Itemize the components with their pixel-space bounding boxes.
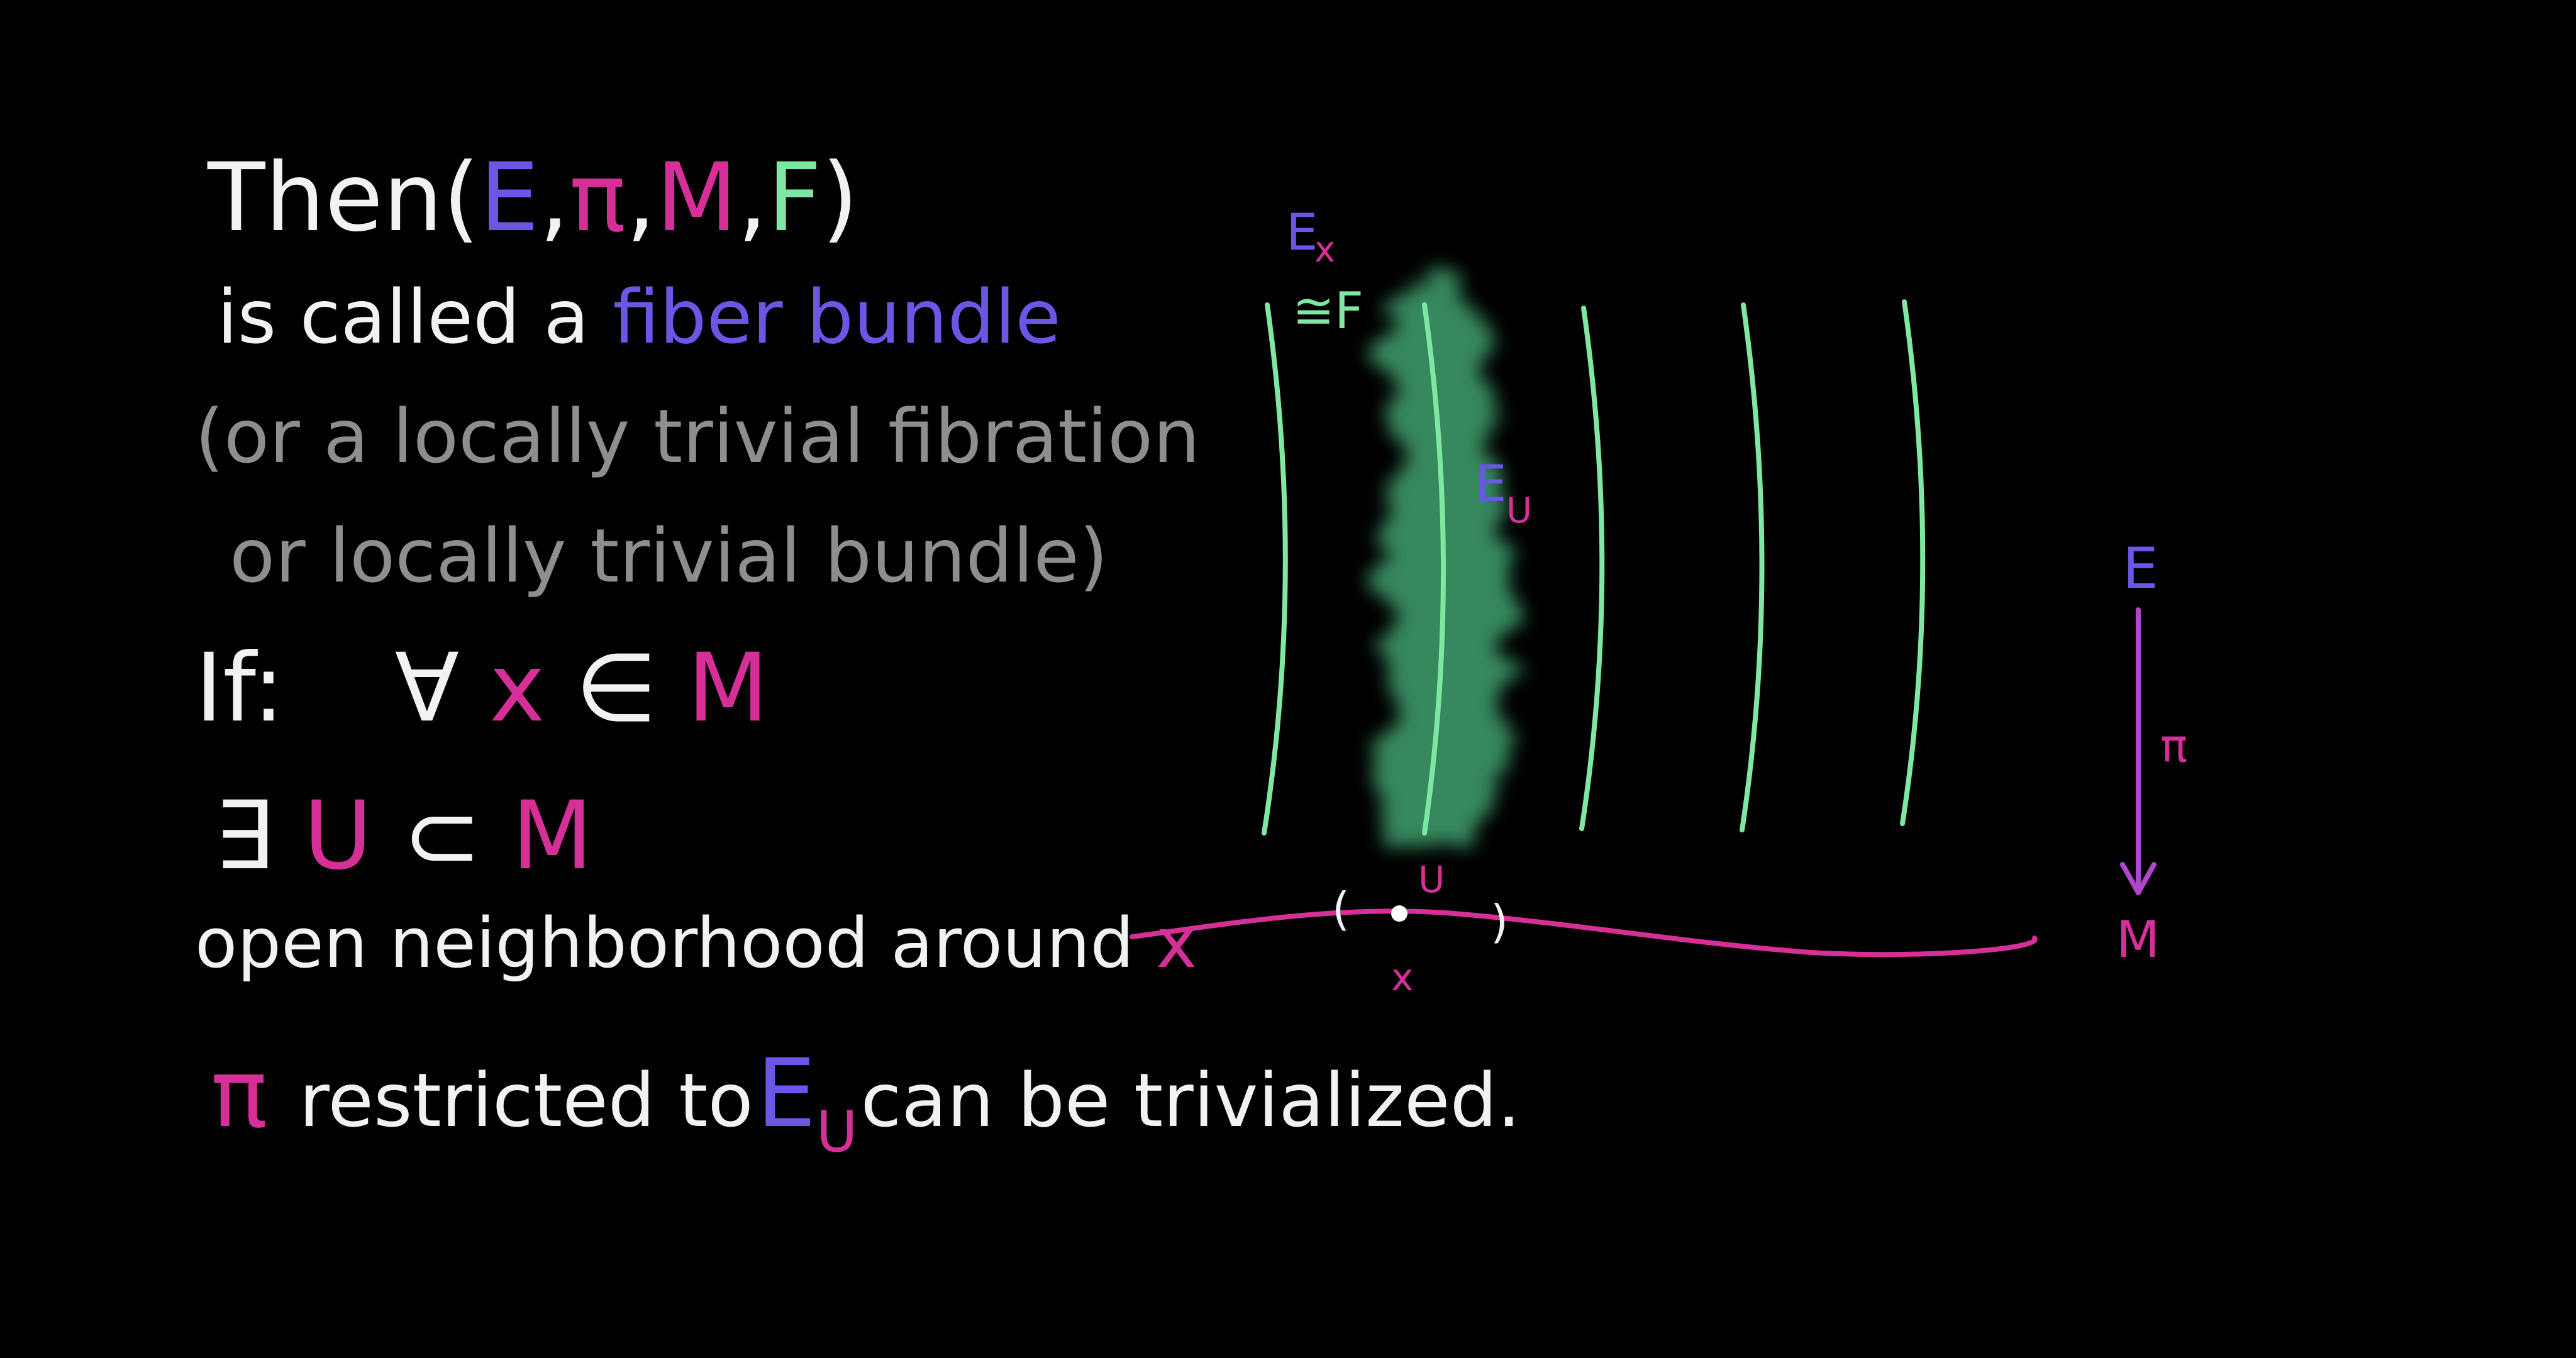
restricted-to-text: restricted to: [299, 1057, 753, 1144]
base-U-label: U: [1418, 858, 1445, 901]
if-line: If: ∀ x ∈ M: [195, 641, 769, 736]
projection-arrow-head: [2120, 862, 2157, 895]
arrow-top-E: E: [2123, 536, 2158, 602]
base-manifold-curve: [1130, 908, 2038, 958]
symbol-E: E: [756, 1039, 816, 1149]
restriction-line: π restricted to EU can be trivialized.: [211, 1047, 1521, 1161]
symbol-M: M: [656, 143, 738, 253]
open-nbhd-line: open neighborhood around x: [195, 908, 1197, 978]
eu-label-sub-U: U: [1506, 490, 1532, 531]
then-word: Then: [208, 143, 443, 253]
statement-line-2: is called a fiber bundle: [217, 280, 1061, 354]
eu-label-E: E: [1475, 455, 1507, 513]
fiber-line: [1262, 302, 1288, 836]
alt-name-line-1: (or a locally trivial fibration: [195, 393, 1201, 480]
iso-F-label: ≅F: [1292, 282, 1364, 340]
symbol-x: x: [1156, 903, 1197, 983]
statement-line-1: Then(E,π,M,F): [208, 151, 858, 245]
arrow-pi-label: π: [2160, 719, 2188, 772]
tuple-close: ): [821, 143, 858, 253]
base-left-paren: (: [1332, 883, 1350, 936]
fiber-line: [1900, 299, 1926, 826]
if-label: If:: [195, 634, 285, 743]
eu-shaded-region: [1380, 282, 1513, 851]
arrow-bottom-M: M: [2116, 910, 2160, 969]
comma: ,: [737, 143, 768, 253]
comma: ,: [626, 143, 657, 253]
base-point-x: [1391, 905, 1407, 922]
base-right-paren: ): [1491, 895, 1509, 948]
symbol-E: E: [479, 143, 540, 253]
exists-symbol: ∃: [214, 781, 274, 891]
in-symbol: ∈: [575, 634, 658, 743]
fiber-line: [1740, 302, 1765, 832]
trivialized-text: can be trivialized.: [860, 1057, 1521, 1144]
fiber-label-E: E: [1286, 203, 1318, 262]
is-called-text: is called a: [217, 273, 589, 360]
fiber-bundle-term: fiber bundle: [613, 273, 1061, 360]
fiber-label-sub-x: x: [1314, 229, 1336, 270]
symbol-pi: π: [211, 1039, 268, 1149]
subset-symbol: ⊂: [402, 781, 482, 891]
fiber-line: [1579, 306, 1605, 831]
fiber-line: [1422, 302, 1446, 836]
exists-line: ∃ U ⊂ M: [214, 789, 593, 883]
base-x-label: x: [1391, 956, 1414, 1000]
open-nbhd-text: open neighborhood around: [195, 903, 1135, 983]
forall-symbol: ∀: [394, 634, 460, 743]
symbol-M: M: [511, 781, 593, 891]
comma: ,: [539, 143, 570, 253]
symbol-F: F: [767, 143, 822, 253]
alt-name-line-2: or locally trivial bundle): [230, 512, 1108, 599]
symbol-x: x: [489, 634, 545, 743]
tuple-open: (: [443, 143, 480, 253]
symbol-pi: π: [569, 143, 626, 253]
symbol-M: M: [687, 634, 769, 743]
symbol-U: U: [303, 781, 373, 891]
symbol-U-subscript: U: [816, 1099, 858, 1165]
